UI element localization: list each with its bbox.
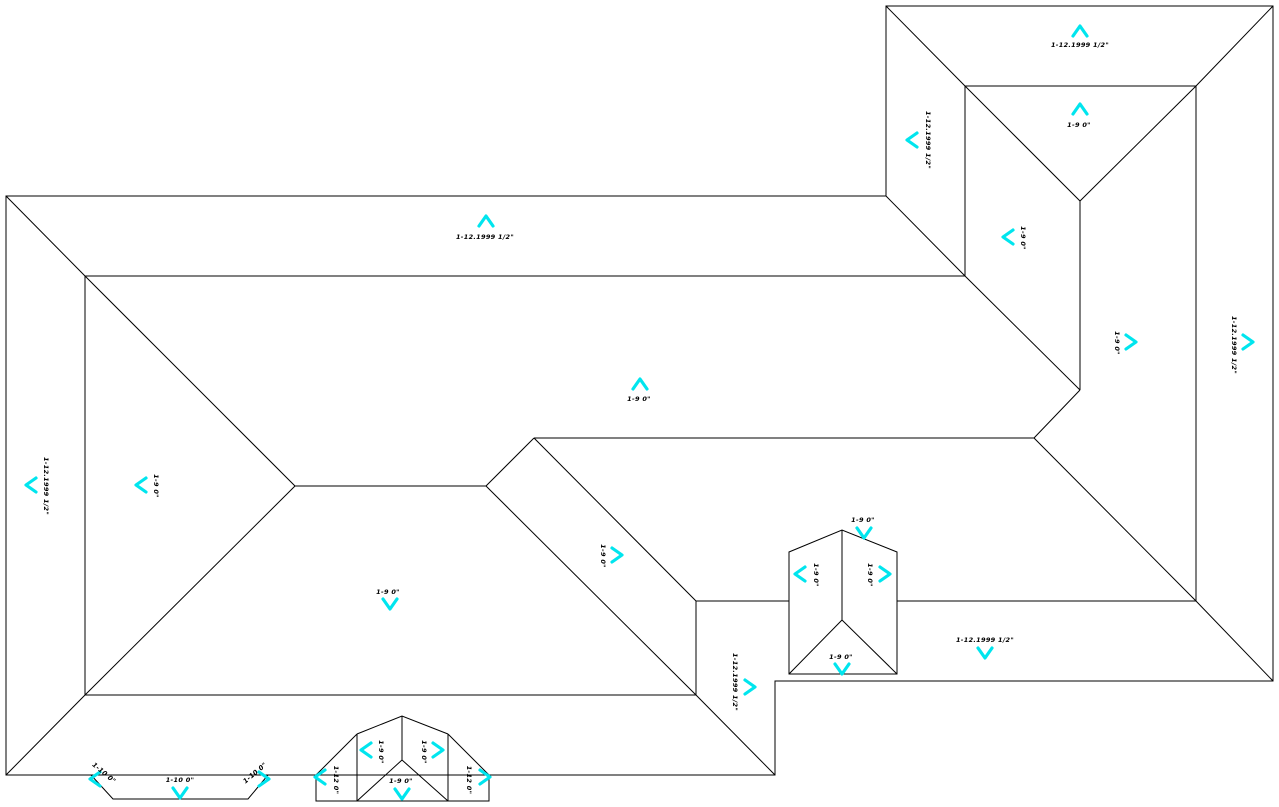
slope-label-west-inner: 1-9 0" — [152, 474, 160, 498]
slope-label-diagonal: 1-9 0" — [599, 544, 607, 568]
slope-arrow-east-outer — [1241, 333, 1255, 351]
slope-arrow-main-lower — [381, 597, 399, 611]
slope-label-dormer-east-top: 1-9 0" — [851, 516, 875, 524]
slope-arrow-bay-left — [88, 770, 102, 788]
slope-label-east-outer: 1-12.1999 1/2" — [1230, 316, 1238, 374]
slope-arrow-north-wing-inner — [1071, 102, 1089, 116]
slope-label-dormer-south-outer-right: 1-12 0" — [465, 766, 473, 795]
slope-labels: 1-12.1999 1/2" 1-9 0" 1-12.1999 1/2" 1-9 0"… — [42, 41, 1238, 794]
slope-label-north-wing-inner: 1-9 0" — [1067, 121, 1091, 129]
slope-arrow-dormer-east-left — [793, 565, 807, 583]
slope-label-dormer-east-left: 1-9 0" — [812, 563, 820, 587]
slope-label-dormer-east-right: 1-9 0" — [866, 563, 874, 587]
slope-arrow-dormer-south-left — [359, 741, 373, 759]
slope-arrow-diagonal — [610, 546, 624, 564]
slope-label-main-lower: 1-9 0" — [376, 588, 400, 596]
slope-arrow-south-step — [976, 646, 994, 660]
slope-label-dormer-south-left: 1-9 0" — [377, 740, 385, 764]
slope-label-main-center: 1-9 0" — [627, 395, 651, 403]
slope-label-west-outer: 1-12.1999 1/2" — [42, 457, 50, 515]
slope-label-east-inner: 1-9 0" — [1113, 331, 1121, 355]
slope-arrow-west-inner — [134, 476, 148, 494]
slope-label-south-east: 1-12.1999 1/2" — [731, 653, 739, 711]
slope-arrow-north-wing-left — [905, 131, 919, 149]
slope-label-north-wing-valley: 1-9 0" — [1019, 226, 1027, 250]
slope-arrow-north-wing-top — [1071, 24, 1089, 38]
slope-arrow-main-top — [477, 214, 495, 228]
slope-arrow-bay-right — [257, 770, 271, 788]
slope-arrow-west-outer — [24, 476, 38, 494]
slope-arrow-dormer-south-right — [431, 741, 445, 759]
slope-arrow-north-wing-valley — [1001, 228, 1015, 246]
slope-label-main-top: 1-12.1999 1/2" — [456, 233, 514, 241]
slope-arrows — [24, 24, 1255, 801]
slope-arrow-south-east — [743, 678, 757, 696]
roof-outline-lines — [5, 5, 1274, 776]
slope-arrow-dormer-south-center — [393, 787, 411, 801]
slope-label-dormer-south-outer-left: 1-12 0" — [332, 766, 340, 795]
east-dormer-lines — [788, 529, 898, 675]
slope-label-bay-center: 1-10 0" — [166, 776, 195, 784]
slope-arrow-bay-center — [171, 786, 189, 800]
slope-label-north-wing-left: 1-12.1999 1/2" — [924, 111, 932, 169]
slope-arrow-dormer-east-bottom — [833, 662, 851, 676]
slope-label-dormer-south-center: 1-9 0" — [389, 777, 413, 785]
slope-arrow-east-inner — [1124, 333, 1138, 351]
slope-arrow-main-center — [631, 377, 649, 391]
slope-label-north-wing-top: 1-12.1999 1/2" — [1051, 41, 1109, 49]
slope-arrow-dormer-south-outer-right — [478, 768, 492, 786]
slope-arrow-dormer-east-top — [855, 526, 873, 540]
slope-label-dormer-east-bottom: 1-9 0" — [829, 653, 853, 661]
south-dormer-lines — [315, 715, 490, 802]
slope-arrow-dormer-south-outer-left — [313, 768, 327, 786]
slope-label-south-step: 1-12.1999 1/2" — [956, 636, 1014, 644]
slope-label-dormer-south-right: 1-9 0" — [420, 740, 428, 764]
slope-arrow-dormer-east-right — [878, 565, 892, 583]
